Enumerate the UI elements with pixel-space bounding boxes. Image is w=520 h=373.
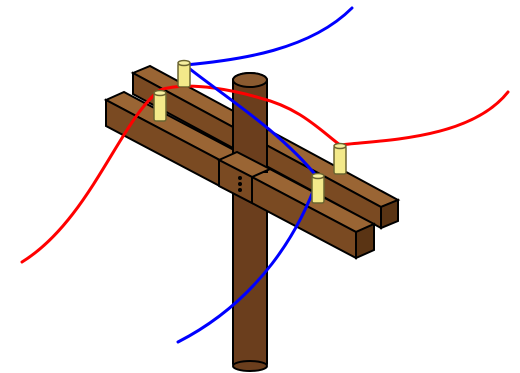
- bolt: [238, 176, 242, 180]
- bolt: [238, 188, 242, 192]
- insulator: [178, 61, 190, 88]
- blue-wire-top: [185, 8, 352, 65]
- bolts: [238, 176, 242, 192]
- insulator: [312, 174, 324, 204]
- red-wire-right: [260, 92, 508, 145]
- insulator: [154, 91, 166, 122]
- bolt: [238, 182, 242, 186]
- insulator: [334, 144, 346, 175]
- pole-bottom: [233, 361, 267, 371]
